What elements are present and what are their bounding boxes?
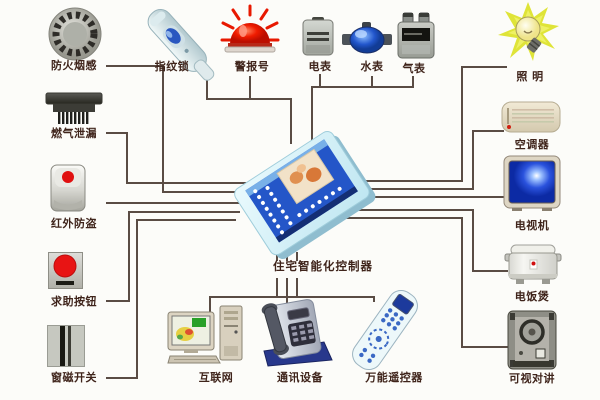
wire-intercom-h2 — [461, 346, 509, 348]
help-button-icon — [48, 252, 83, 290]
water-meter-icon — [342, 18, 392, 58]
label-gas-meter: 气表 — [402, 62, 426, 75]
wire-intercom-v — [461, 217, 463, 348]
gas-leak-icon — [45, 92, 103, 126]
label-smoke-sensor: 防火烟感 — [51, 59, 97, 72]
label-comm-device: 通讯设备 — [277, 371, 323, 384]
wire-infrared-h — [106, 202, 246, 204]
wire-help-h — [106, 300, 130, 302]
alarm-icon — [220, 4, 280, 58]
wire-phone-v — [286, 296, 288, 306]
wire-fingerprint-v — [206, 78, 208, 100]
wire-ctrl-down2 — [286, 278, 288, 298]
wire-topright-bus — [311, 86, 414, 88]
video-intercom-icon — [507, 310, 557, 371]
wire-alarm-v — [249, 76, 251, 100]
wire-smoke-v — [162, 65, 164, 193]
wire-light-h2 — [461, 66, 507, 68]
wire-help-v — [128, 211, 130, 302]
wire-ctrl-down1 — [276, 278, 278, 298]
comm-device-icon — [258, 298, 338, 368]
label-rice-cooker: 电饭煲 — [514, 290, 550, 303]
electric-meter-icon — [302, 17, 334, 57]
wire-ac-v — [472, 130, 474, 190]
wire-smoke-h2 — [162, 191, 248, 193]
wire-cooker-h2 — [472, 270, 508, 272]
label-alarm: 警报号 — [234, 60, 270, 73]
wire-window-h — [106, 377, 138, 379]
label-lighting: 照 明 — [516, 70, 544, 83]
label-fingerprint-lock: 指纹锁 — [154, 60, 190, 73]
wire-cooker-v — [472, 209, 474, 272]
universal-remote-icon — [340, 284, 430, 376]
wire-tv-h — [354, 196, 506, 198]
smoke-sensor-icon — [45, 6, 105, 64]
label-gas-leak: 燃气泄漏 — [51, 127, 97, 140]
label-window-switch: 窗磁开关 — [51, 371, 97, 384]
fingerprint-lock-icon — [142, 0, 220, 88]
wire-light-v — [461, 66, 463, 182]
television-icon — [503, 155, 561, 212]
wire-ctrl-down3 — [296, 278, 298, 298]
wire-intercom-h — [345, 217, 463, 219]
wire-topleft-bus — [206, 98, 292, 100]
label-television: 电视机 — [514, 219, 550, 232]
label-water-meter: 水表 — [360, 60, 384, 73]
label-controller: 住宅智能化控制器 — [273, 259, 373, 273]
wire-wmeter-v — [371, 76, 373, 88]
label-infrared-guard: 红外防盗 — [51, 217, 97, 230]
wire-light-h — [345, 180, 463, 182]
wire-gasleak-h — [106, 132, 128, 134]
label-help-button: 求助按钮 — [51, 295, 97, 308]
wire-bottom-bus — [209, 296, 375, 298]
wire-help-h2 — [128, 211, 240, 213]
label-universal-remote: 万能遥控器 — [365, 371, 423, 384]
label-electric-meter: 电表 — [308, 60, 332, 73]
wire-gasleak-v — [126, 132, 128, 184]
controller-icon — [231, 128, 381, 268]
label-video-intercom: 可视对讲 — [509, 372, 555, 385]
wire-topleft-drop — [290, 98, 292, 144]
wire-gmeter-v — [412, 76, 414, 88]
lighting-icon — [498, 2, 560, 68]
label-internet: 互联网 — [198, 371, 234, 384]
air-conditioner-icon — [501, 100, 561, 134]
wire-window-h2 — [136, 219, 236, 221]
wire-ctrl-stub3 — [296, 252, 298, 261]
wire-ac-h2 — [472, 130, 504, 132]
wire-smoke-h — [106, 65, 164, 67]
wire-cooker-h — [352, 209, 474, 211]
wire-ac-h — [352, 188, 474, 190]
gas-meter-icon — [396, 12, 436, 60]
wire-internet-v — [209, 296, 211, 312]
wire-gasleak-h2 — [126, 182, 246, 184]
internet-icon — [167, 304, 252, 368]
infrared-guard-icon — [50, 164, 86, 214]
wire-remote-v — [373, 296, 375, 302]
wire-emeter-v — [319, 74, 321, 88]
wire-window-v — [136, 219, 138, 379]
label-air-conditioner: 空调器 — [514, 138, 550, 151]
window-switch-icon — [47, 325, 85, 367]
rice-cooker-icon — [504, 243, 562, 287]
wire-topright-drop — [311, 86, 313, 144]
